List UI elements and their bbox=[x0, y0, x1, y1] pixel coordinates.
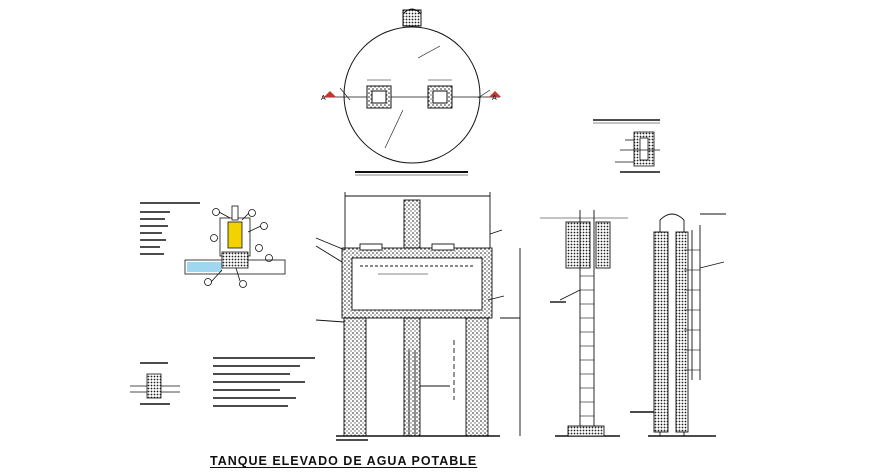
ladder-elevation-2 bbox=[630, 213, 726, 437]
notes-block bbox=[213, 357, 315, 407]
ladder-elevation-1 bbox=[540, 210, 628, 437]
section-marker-left: A bbox=[321, 95, 326, 102]
section-marker-right: A bbox=[492, 95, 497, 102]
valve-detail bbox=[140, 202, 286, 288]
plan-view bbox=[322, 8, 500, 176]
drawing-title: TANQUE ELEVADO DE AGUA POTABLE bbox=[210, 454, 478, 468]
pipe-joint-detail bbox=[130, 362, 180, 405]
tank-elevation bbox=[315, 192, 521, 441]
anchor-detail bbox=[593, 119, 660, 173]
section-marker-icons bbox=[324, 91, 501, 97]
